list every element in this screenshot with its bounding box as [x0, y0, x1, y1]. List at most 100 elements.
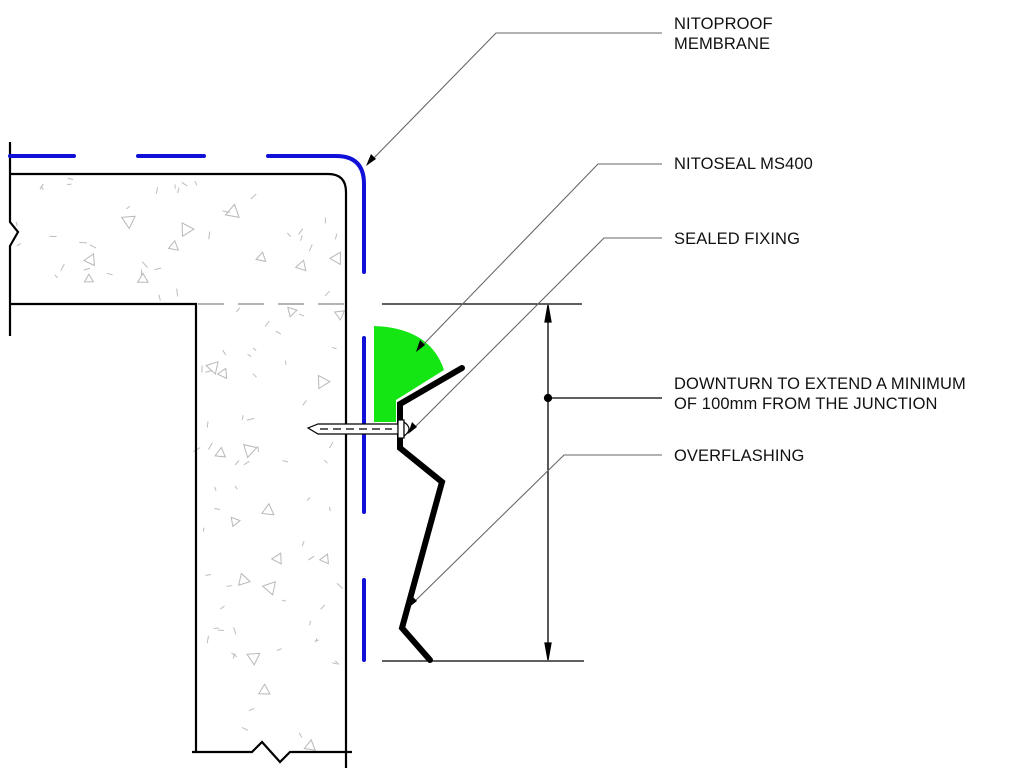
aggregate-dash	[275, 330, 282, 335]
concrete-aggregate-hatch	[15, 177, 346, 751]
aggregate-dash	[234, 460, 240, 466]
aggregate-stone	[303, 738, 316, 751]
aggregate-dash	[222, 349, 227, 356]
aggregate-dash	[15, 221, 18, 227]
aggregate-dash	[298, 313, 305, 317]
aggregate-stone	[83, 252, 95, 267]
leader-membrane	[369, 32, 662, 163]
aggregate-stone	[237, 572, 252, 586]
aggregate-dash	[314, 639, 319, 642]
label-overflashing: OVERFLASHING	[674, 446, 804, 466]
aggregate-stone	[294, 259, 307, 272]
aggregate-dash	[79, 241, 88, 244]
arrow-overflashing	[408, 596, 417, 608]
label-line: OVERFLASHING	[674, 447, 805, 465]
aggregate-dash	[206, 635, 209, 644]
aggregate-stone	[255, 251, 267, 263]
aggregate-dash	[332, 662, 338, 665]
aggregate-dash	[235, 307, 241, 313]
aggregate-dash	[241, 726, 249, 731]
aggregate-dash	[336, 582, 343, 589]
aggregate-dash	[234, 485, 238, 490]
aggregate-stone	[328, 251, 342, 266]
aggregate-dash	[158, 294, 161, 301]
leader-arrowheads	[366, 154, 425, 608]
aggregate-dash	[222, 210, 230, 213]
aggregate-stone	[83, 273, 95, 283]
aggregate-stone	[270, 552, 282, 565]
aggregate-dash	[232, 653, 236, 659]
aggregate-dash	[241, 415, 244, 421]
leader-sealant	[419, 163, 662, 349]
aggregate-dash	[214, 486, 217, 492]
aggregate-stone	[230, 516, 241, 528]
aggregate-dash	[298, 228, 304, 235]
label-line: NITOPROOF	[674, 15, 773, 33]
aggregate-dash	[252, 347, 257, 352]
aggregate-stone	[205, 361, 219, 375]
aggregate-dash	[328, 506, 331, 512]
aggregate-dash	[331, 347, 337, 350]
aggregate-dash	[205, 370, 213, 373]
label-sealed-fixing: SEALED FIXING	[674, 229, 800, 249]
aggregate-dash	[67, 177, 74, 181]
aggregate-dash	[205, 574, 212, 576]
aggregate-stone	[333, 310, 346, 321]
aggregate-dash	[194, 180, 198, 186]
aggregate-dash	[226, 585, 233, 587]
aggregate-dash	[334, 233, 338, 240]
aggregate-stone	[287, 306, 298, 318]
aggregate-dash	[329, 441, 334, 449]
label-line: MEMBRANE	[674, 35, 771, 53]
aggregate-dash	[207, 442, 213, 450]
label-line: OF 100mm FROM THE JUNCTION	[674, 395, 938, 413]
aggregate-stone	[242, 443, 258, 459]
aggregate-stone	[181, 222, 195, 238]
aggregate-dash	[106, 272, 113, 276]
slab-top-edge	[10, 172, 348, 768]
aggregate-stone	[214, 446, 227, 458]
aggregate-dash	[217, 629, 224, 632]
aggregate-stone	[167, 239, 180, 251]
overflashing	[397, 365, 465, 663]
slab-left-break	[8, 142, 20, 336]
aggregate-dash	[324, 459, 328, 464]
aggregate-dash	[320, 604, 326, 610]
arrow-fixing	[408, 422, 417, 434]
aggregate-stone	[257, 683, 271, 695]
concrete-slab	[8, 142, 352, 768]
label-line: DOWNTURN TO EXTEND A MINIMUM	[674, 375, 966, 393]
aggregate-dash	[324, 290, 331, 297]
arrow-membrane	[366, 154, 376, 166]
label-line: NITOSEAL MS400	[674, 155, 813, 173]
aggregate-dash	[177, 187, 180, 194]
aggregate-dash	[154, 267, 162, 271]
aggregate-stone	[317, 374, 331, 390]
aggregate-dash	[302, 399, 307, 406]
aggregate-dash	[40, 186, 44, 190]
aggregate-dash	[208, 231, 211, 240]
aggregate-dash	[286, 232, 292, 237]
label-nitoproof-membrane: NITOPROOF MEMBRANE	[674, 14, 773, 54]
aggregate-dash	[219, 605, 225, 610]
aggregate-dash	[89, 244, 97, 249]
dimension	[382, 303, 662, 662]
aggregate-dash	[202, 527, 205, 532]
aggregate-dash	[206, 421, 209, 428]
aggregate-dash	[301, 540, 305, 547]
aggregate-dash	[281, 599, 287, 602]
wall-bottom-break	[192, 740, 352, 764]
aggregate-dash	[308, 244, 313, 252]
label-downturn: DOWNTURN TO EXTEND A MINIMUM OF 100mm FR…	[674, 374, 966, 414]
aggregate-dash	[264, 320, 270, 327]
aggregate-dash	[334, 660, 340, 665]
aggregate-dash	[248, 707, 255, 712]
nitoseal-sealant	[374, 326, 444, 422]
aggregate-dash	[231, 652, 238, 658]
aggregate-dash	[250, 193, 257, 200]
aggregate-dash	[299, 235, 303, 241]
dimension-arrow-bottom	[544, 642, 552, 661]
aggregate-dash	[276, 648, 282, 651]
aggregate-dash	[306, 497, 311, 501]
